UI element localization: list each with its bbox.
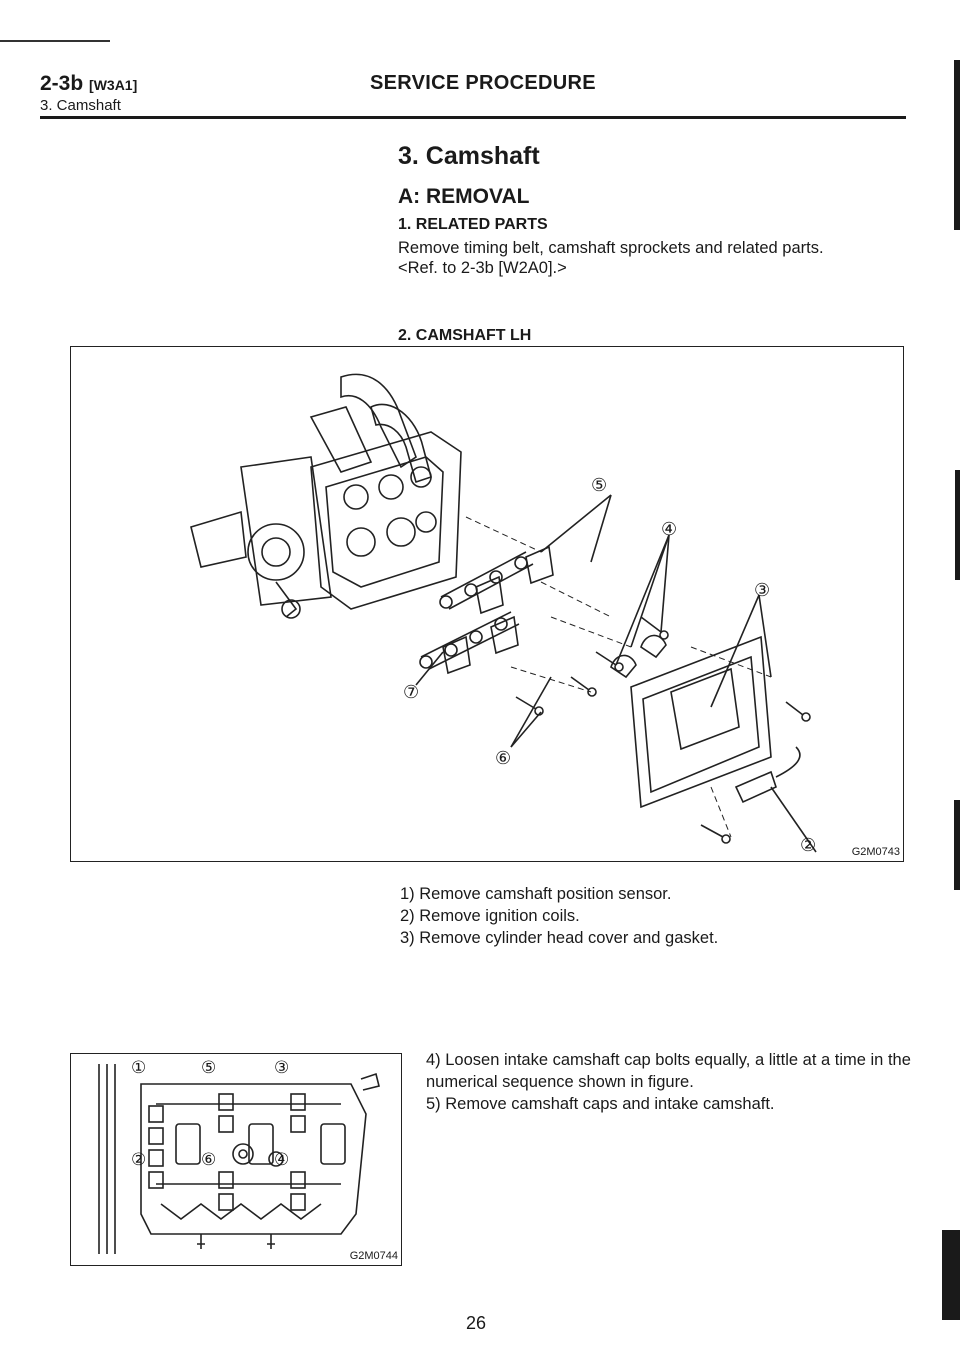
figure-code: G2M0744	[349, 1250, 398, 1262]
seq-callout-3: ③	[274, 1058, 290, 1077]
step-2: 2) Remove ignition coils.	[400, 907, 580, 925]
seq-callout-2: ②	[131, 1150, 147, 1169]
callout-4: ④	[661, 519, 678, 539]
steps-list-b: 4) Loosen intake camshaft cap bolts equa…	[426, 1049, 911, 1115]
related-parts-line-1: Remove timing belt, camshaft sprockets a…	[398, 239, 824, 257]
binding-edge-mark	[955, 470, 960, 580]
seq-callout-5: ⑤	[201, 1058, 217, 1077]
section-subtitle: 3. Camshaft	[40, 97, 121, 114]
callout-6: ⑥	[495, 748, 512, 768]
step-1: 1) Remove camshaft position sensor.	[400, 885, 672, 903]
step-3: 3) Remove cylinder head cover and gasket…	[400, 929, 719, 947]
steps-list-a: 1) Remove camshaft position sensor. 2) R…	[400, 883, 718, 949]
binding-edge-mark	[954, 60, 960, 230]
figure-code: G2M0743	[851, 846, 900, 858]
step-5: 5) Remove camshaft caps and intake camsh…	[426, 1095, 775, 1113]
callout-2: ②	[800, 835, 817, 855]
seq-callout-6: ⑥	[201, 1150, 217, 1169]
page-header-title: SERVICE PROCEDURE	[370, 72, 596, 94]
callout-7: ⑦	[403, 682, 420, 702]
section-title: 3. Camshaft	[398, 142, 540, 170]
callout-3: ③	[754, 580, 771, 600]
header-rule	[40, 116, 906, 119]
section-code: 2-3b [W3A1]	[40, 72, 137, 96]
callout-5: ⑤	[591, 475, 608, 495]
engine-exploded-drawing	[190, 373, 817, 853]
camshaft-lh-exploded-figure: ⑤ ④ ③ ⑦ ⑥ ② G2M0743	[70, 346, 904, 862]
scan-corner-mark	[0, 40, 110, 42]
step-4: 4) Loosen intake camshaft cap bolts equa…	[426, 1051, 911, 1091]
binding-edge-mark	[954, 800, 960, 890]
removal-heading: A: REMOVAL	[398, 185, 530, 208]
section-code-ref: [W3A1]	[89, 77, 138, 93]
binding-edge-mark	[942, 1230, 960, 1320]
related-parts-reference: <Ref. to 2-3b [W2A0].>	[398, 259, 567, 277]
seq-callout-1: ①	[131, 1058, 147, 1077]
camshaft-cap-drawing	[98, 1064, 380, 1254]
section-code-number: 2-3b	[40, 72, 84, 95]
seq-callout-4: ④	[274, 1150, 290, 1169]
related-parts-text: Remove timing belt, camshaft sprockets a…	[398, 238, 910, 278]
cap-bolt-sequence-figure: ① ⑤ ③ ② ⑥ ④ G2M0744	[70, 1053, 402, 1266]
page-number: 26	[466, 1313, 487, 1333]
camshaft-lh-heading: 2. CAMSHAFT LH	[398, 327, 532, 344]
related-parts-heading: 1. RELATED PARTS	[398, 216, 548, 233]
